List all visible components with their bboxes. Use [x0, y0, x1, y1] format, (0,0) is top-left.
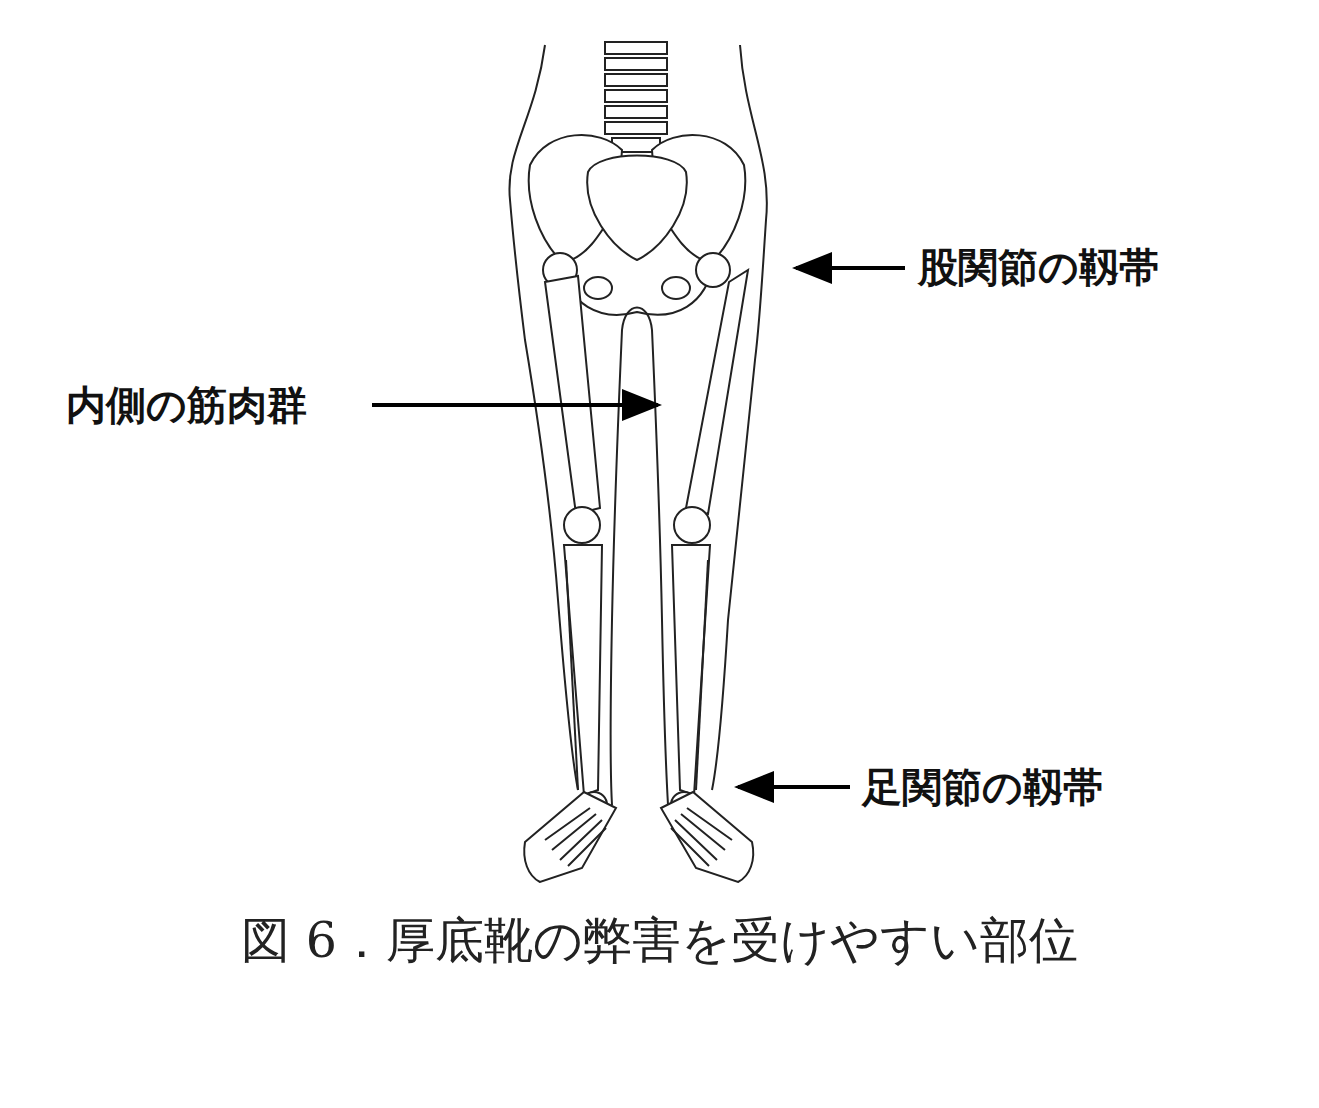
figure-caption: 図 6．厚底靴の弊害を受けやすい部位 — [0, 912, 1319, 971]
part-label: 足関節の靱帯 — [862, 763, 1103, 811]
part-label: 内側の筋肉群 — [66, 381, 307, 429]
part-label: 股関節の靱帯 — [918, 243, 1159, 291]
